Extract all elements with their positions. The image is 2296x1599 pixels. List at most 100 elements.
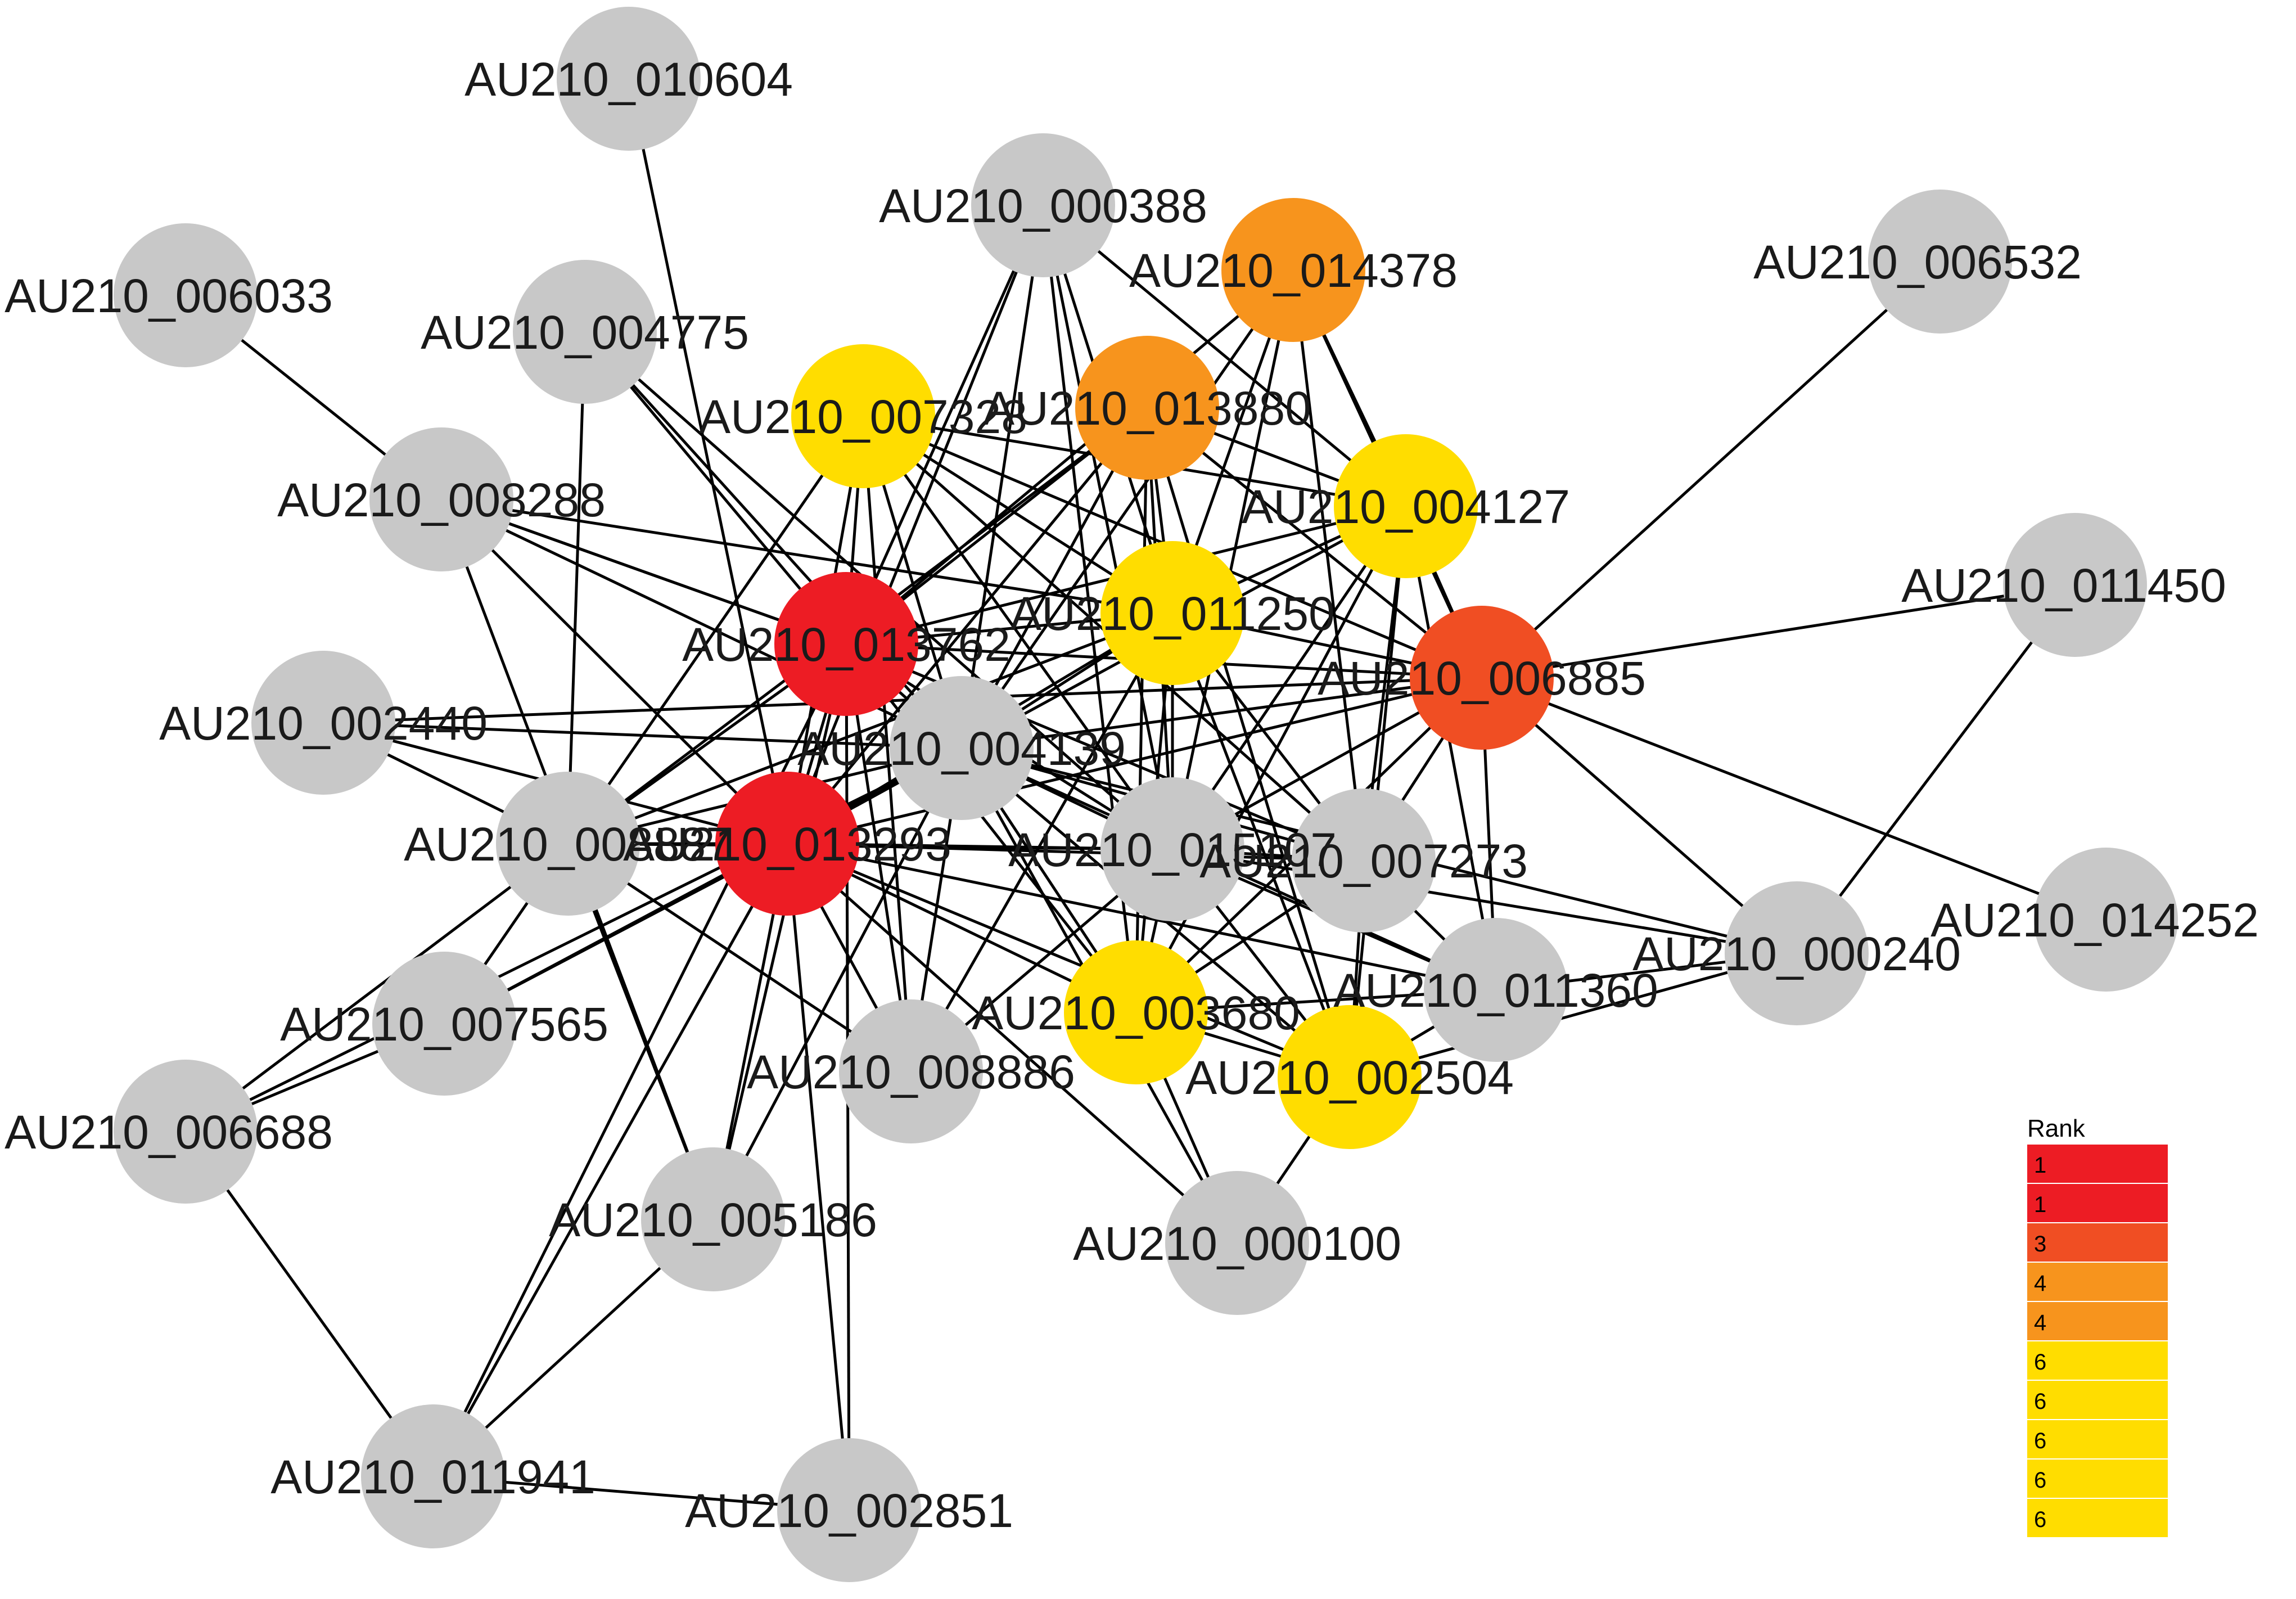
edge-AU210_013293-AU210_002504 xyxy=(787,842,1350,1079)
node-label-AU210_011360: AU210_011360 xyxy=(1333,964,1658,1017)
edge-AU210_006885-AU210_013293 xyxy=(787,676,1482,845)
node-label-AU210_011250: AU210_011250 xyxy=(1010,587,1335,640)
node-AU210_013293[interactable] xyxy=(715,772,859,916)
edge-AU210_000240-AU210_002504 xyxy=(1349,952,1797,1079)
node-AU210_004139[interactable] xyxy=(890,676,1034,820)
node-AU210_007273[interactable] xyxy=(1292,789,1436,933)
legend-swatch-0 xyxy=(2027,1145,2168,1183)
node-AU210_011250[interactable] xyxy=(1100,541,1244,685)
node-label-AU210_013293: AU210_013293 xyxy=(623,818,951,871)
edge-AU210_014378-AU210_013762 xyxy=(845,269,1294,645)
node-label-AU210_004775: AU210_004775 xyxy=(421,306,749,359)
node-AU210_005186[interactable] xyxy=(641,1147,785,1291)
node-label-AU210_006688: AU210_006688 xyxy=(4,1106,333,1159)
node-label-layer: AU210_010604AU210_006033AU210_004775AU21… xyxy=(4,53,2259,1537)
node-AU210_010604[interactable] xyxy=(557,7,701,151)
edge-AU210_008288-AU210_013293 xyxy=(440,498,788,845)
edge-AU210_000388-AU210_013293 xyxy=(786,205,1045,844)
node-label-AU210_008886: AU210_008886 xyxy=(747,1046,1075,1098)
legend-label-8: 6 xyxy=(2034,1468,2046,1493)
node-label-AU210_004139: AU210_004139 xyxy=(797,722,1126,775)
legend-swatch-6 xyxy=(2027,1381,2168,1419)
legend-label-7: 6 xyxy=(2034,1429,2046,1453)
node-label-AU210_008288: AU210_008288 xyxy=(277,474,606,526)
node-AU210_002851[interactable] xyxy=(777,1438,921,1582)
node-AU210_000388[interactable] xyxy=(971,133,1115,277)
edge-AU210_008887-AU210_006688 xyxy=(184,843,569,1133)
node-label-AU210_000100: AU210_000100 xyxy=(1073,1217,1401,1270)
node-label-AU210_011450: AU210_011450 xyxy=(1901,559,2226,612)
edge-AU210_007328-AU210_008886 xyxy=(861,416,913,1072)
node-AU210_011450[interactable] xyxy=(2003,513,2147,657)
edge-AU210_004139-AU210_005186 xyxy=(711,747,963,1220)
legend-swatch-9 xyxy=(2027,1499,2168,1537)
node-label-AU210_007328: AU210_007328 xyxy=(699,390,1027,443)
node-AU210_007565[interactable] xyxy=(372,952,516,1096)
legend-label-3: 4 xyxy=(2034,1271,2046,1296)
node-label-AU210_000240: AU210_000240 xyxy=(1632,927,1961,980)
legend-label-0: 1 xyxy=(2034,1153,2046,1178)
edge-AU210_004127-AU210_003680 xyxy=(1134,505,1408,1014)
edge-AU210_014378-AU210_015107 xyxy=(1171,269,1295,850)
node-label-AU210_013880: AU210_013880 xyxy=(983,382,1311,435)
legend-swatch-1 xyxy=(2027,1184,2168,1222)
edge-AU210_013293-AU210_002851 xyxy=(786,843,851,1511)
node-AU210_006033[interactable] xyxy=(114,223,258,367)
node-label-AU210_007565: AU210_007565 xyxy=(280,998,608,1051)
legend-title: Rank xyxy=(2027,1115,2086,1142)
node-AU210_000100[interactable] xyxy=(1165,1171,1309,1315)
node-AU210_006688[interactable] xyxy=(114,1060,258,1204)
node-AU210_014252[interactable] xyxy=(2034,848,2178,992)
node-AU210_011941[interactable] xyxy=(361,1404,505,1548)
edge-AU210_007328-AU210_015107 xyxy=(861,415,1174,850)
legend-swatch-8 xyxy=(2027,1460,2168,1498)
edge-AU210_011250-AU210_008887 xyxy=(567,611,1173,845)
edge-AU210_002440-AU210_006885 xyxy=(323,676,1482,724)
edge-AU210_000240-AU210_011450 xyxy=(1796,584,2076,954)
legend-label-5: 6 xyxy=(2034,1350,2046,1375)
node-AU210_004127[interactable] xyxy=(1334,434,1478,578)
node-AU210_006532[interactable] xyxy=(1868,190,2012,334)
node-AU210_006885[interactable] xyxy=(1410,606,1554,750)
node-label-AU210_008887: AU210_008887 xyxy=(404,818,732,871)
legend-label-1: 1 xyxy=(2034,1192,2046,1217)
node-label-AU210_014378: AU210_014378 xyxy=(1129,244,1458,297)
edge-AU210_006885-AU210_014252 xyxy=(1481,676,2106,921)
edge-AU210_014378-AU210_007273 xyxy=(1292,269,1365,861)
edge-AU210_013293-AU210_011360 xyxy=(787,842,1496,992)
edge-AU210_006885-AU210_006532 xyxy=(1481,260,1941,679)
edge-AU210_008887-AU210_015107 xyxy=(567,842,1173,851)
edge-AU210_011250-AU210_008886 xyxy=(909,612,1174,1073)
node-AU210_011360[interactable] xyxy=(1424,918,1568,1062)
node-layer: AU210_010604AU210_006033AU210_004775AU21… xyxy=(4,7,2259,1582)
node-AU210_007328[interactable] xyxy=(791,344,935,488)
node-AU210_014378[interactable] xyxy=(1221,198,1365,342)
edge-AU210_000388-AU210_004127 xyxy=(1042,204,1407,507)
node-AU210_013762[interactable] xyxy=(774,572,918,716)
node-label-AU210_014252: AU210_014252 xyxy=(1930,894,2259,947)
legend-swatch-7 xyxy=(2027,1420,2168,1458)
node-AU210_008886[interactable] xyxy=(839,999,983,1143)
node-AU210_015107[interactable] xyxy=(1100,777,1244,921)
node-AU210_004775[interactable] xyxy=(513,260,657,404)
node-AU210_002440[interactable] xyxy=(251,651,395,795)
node-AU210_013880[interactable] xyxy=(1075,336,1219,480)
legend-swatch-5 xyxy=(2027,1341,2168,1380)
node-label-AU210_013762: AU210_013762 xyxy=(682,618,1011,671)
node-AU210_003680[interactable] xyxy=(1064,940,1208,1084)
edge-AU210_014378-AU210_004139 xyxy=(960,269,1295,749)
node-label-AU210_011941: AU210_011941 xyxy=(270,1451,596,1503)
edge-AU210_006885-AU210_004139 xyxy=(961,676,1482,750)
edge-AU210_004775-AU210_008887 xyxy=(566,331,587,844)
node-AU210_008887[interactable] xyxy=(496,772,640,916)
node-label-AU210_005186: AU210_005186 xyxy=(549,1193,877,1246)
node-AU210_000240[interactable] xyxy=(1725,881,1869,1025)
node-AU210_002504[interactable] xyxy=(1278,1005,1422,1149)
node-AU210_008288[interactable] xyxy=(369,427,513,571)
edge-AU210_013762-AU210_008886 xyxy=(845,643,913,1072)
edge-AU210_000388-AU210_004139 xyxy=(960,205,1045,749)
node-label-AU210_002504: AU210_002504 xyxy=(1185,1051,1514,1104)
legend-swatch-2 xyxy=(2027,1223,2168,1262)
